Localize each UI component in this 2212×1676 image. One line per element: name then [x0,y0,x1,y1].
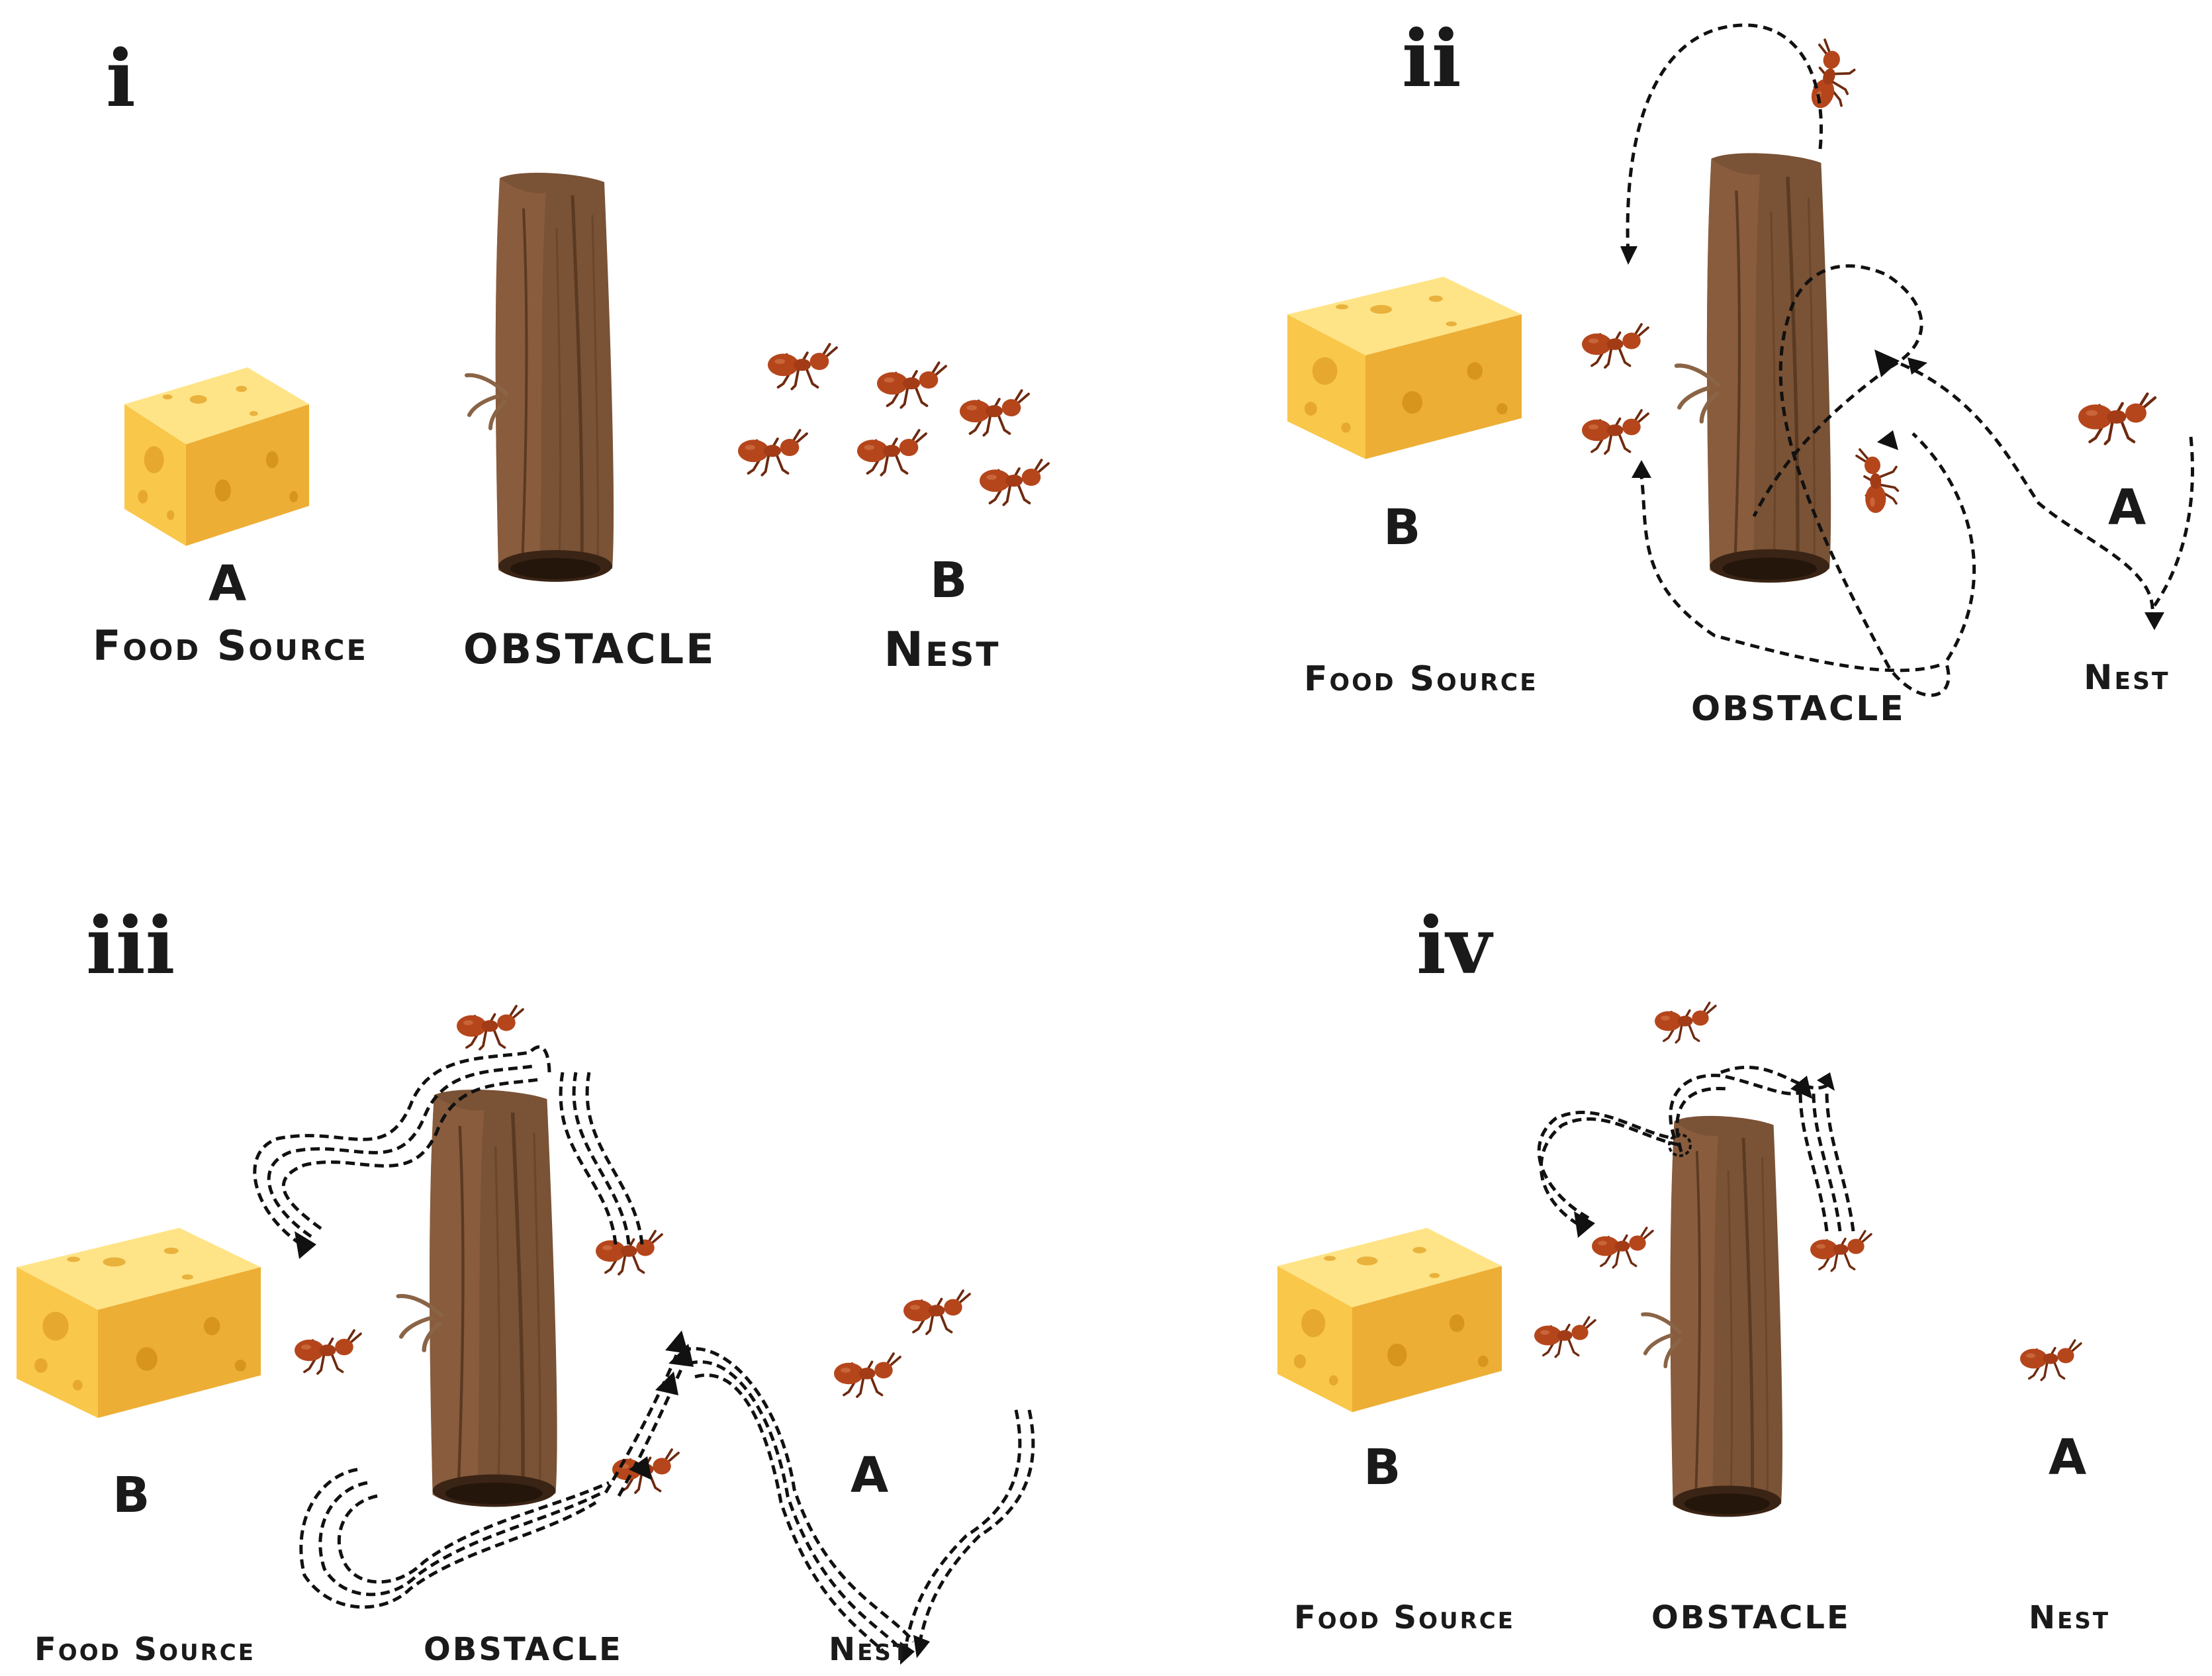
panel-numeral-iii: iii [86,900,175,992]
nest-letter-i: B [930,552,968,609]
panel-numeral-i: i [106,32,136,124]
nest-caption-ii: Nest [2084,658,2170,698]
food-letter-i: A [208,555,247,612]
food-letter-ii: B [1383,499,1421,556]
panel-numeral-iv: iv [1416,900,1492,992]
panel-i [124,173,1050,582]
ant-group [737,343,1050,506]
nest-caption-i: Nest [884,622,1001,677]
ant-icon [293,1329,362,1375]
panel-iv [1277,1001,2082,1517]
log-icon [1643,1116,1782,1517]
ant-icon [902,1289,971,1335]
ant-icon [1809,1230,1872,1272]
nest-letter-iii: A [851,1447,889,1504]
path-lines [253,1045,1035,1656]
ant-icon [737,429,808,477]
ant-icon [1855,448,1900,514]
ant-icon [455,1005,524,1050]
panel-ii [1287,23,2195,697]
nest-letter-iv: A [2049,1429,2087,1486]
cheese-icon [1277,1228,1502,1413]
cheese-icon [124,367,310,546]
ant-icon [2078,394,2155,443]
log-icon [1677,153,1831,582]
ant-icon [766,343,838,391]
ant-icon [876,361,947,409]
nest-caption-iii: Nest [829,1631,911,1668]
obstacle-label-iii: OBSTACLE [424,1631,623,1668]
ant-icon [958,389,1030,437]
log-icon [467,173,614,582]
ant-icon [1653,1001,1717,1044]
ant-icon [2019,1339,2082,1381]
arrowheads [295,1231,930,1665]
path-lines [1537,1065,1855,1232]
arrowheads [1620,246,2164,630]
obstacle-label-iv: OBSTACLE [1651,1599,1851,1636]
nest-caption-iv: Nest [2029,1599,2111,1636]
ant-icon [1533,1316,1596,1358]
ant-icon [856,429,927,477]
ant-icon [1590,1227,1654,1269]
ant-icon [833,1352,901,1398]
ant-icon [1581,409,1649,455]
nest-letter-ii: A [2108,479,2146,536]
food-caption-ii: Food Source [1304,659,1538,699]
path-lines [1626,23,2195,697]
ant-icon [978,459,1050,506]
food-letter-iv: B [1363,1439,1401,1496]
food-caption-iv: Food Source [1294,1599,1515,1636]
ant-icon [1581,323,1649,369]
cheese-icon [1287,277,1522,459]
obstacle-label-i: OBSTACLE [463,625,716,673]
cheese-icon [17,1228,261,1419]
ant-icon [1798,37,1864,117]
panel-numeral-ii: ii [1402,13,1461,105]
panel-iii [17,1005,1035,1665]
food-caption-iii: Food Source [34,1631,255,1668]
obstacle-label-ii: OBSTACLE [1691,689,1906,729]
arrowheads [1574,1072,1835,1238]
food-caption-i: Food Source [93,622,368,670]
food-letter-iii: B [113,1467,150,1524]
